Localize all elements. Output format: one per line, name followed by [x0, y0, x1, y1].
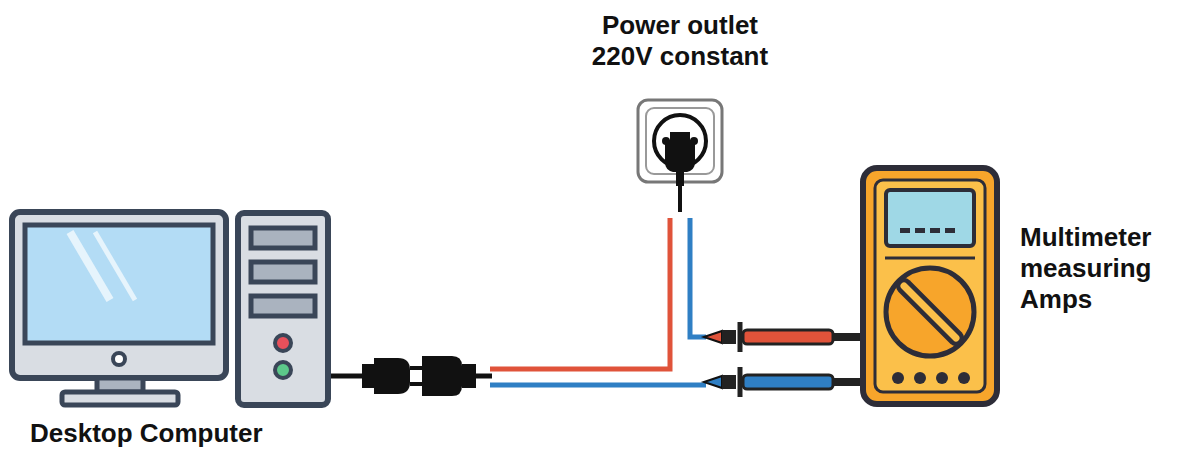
test-probes: [704, 322, 863, 397]
power-outlet: [638, 100, 722, 212]
outlet-label: Power outlet 220V constant: [580, 10, 780, 72]
plug-connector: [331, 356, 492, 396]
wires: [490, 218, 706, 385]
multimeter-label: Multimeter measuring Amps: [1020, 222, 1175, 316]
multimeter: [863, 168, 997, 404]
computer-tower: [238, 213, 328, 405]
monitor: [12, 212, 226, 405]
computer-label: Desktop Computer: [30, 418, 350, 449]
